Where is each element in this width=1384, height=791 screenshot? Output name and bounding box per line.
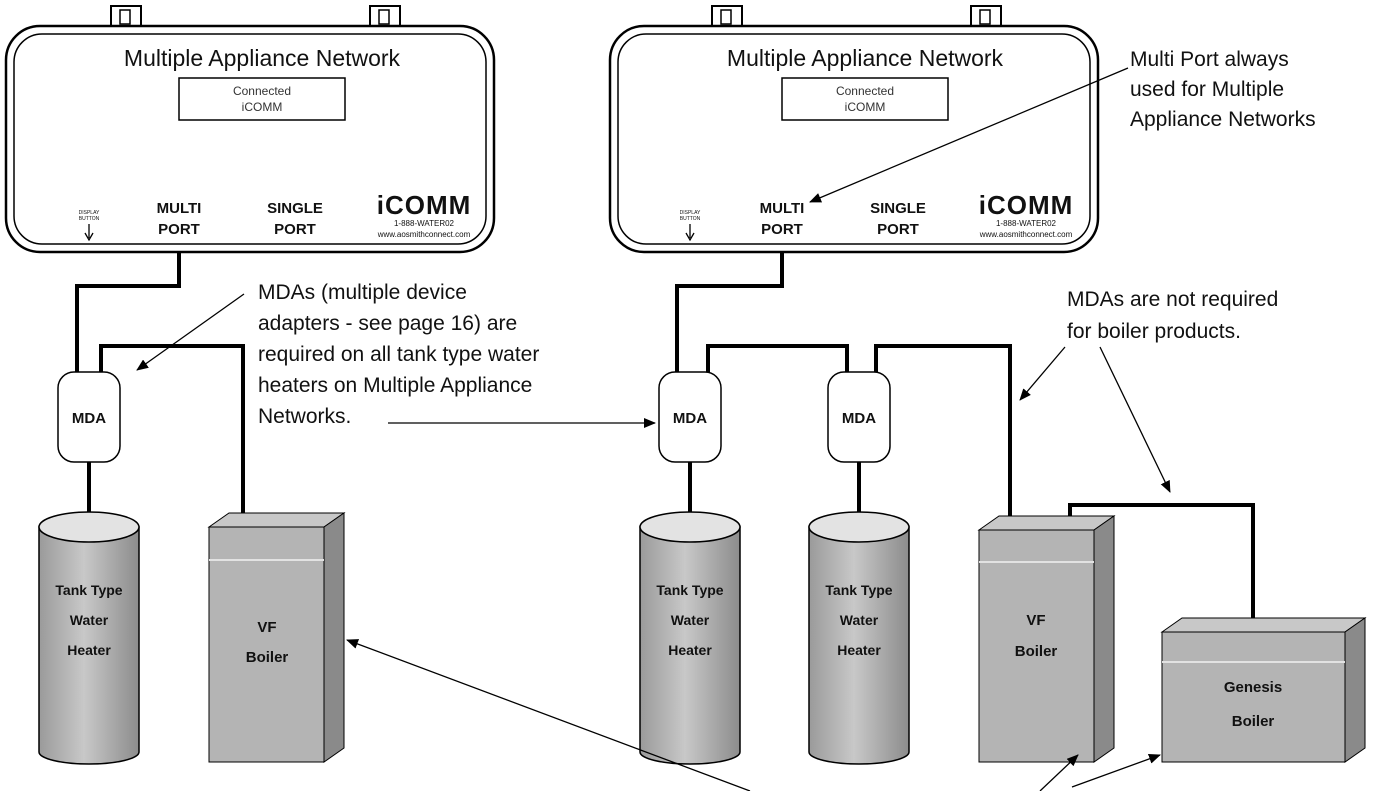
network-wires (75, 252, 1255, 632)
multi-port-label: MULTI (760, 200, 805, 217)
genesis-label-line2: Boiler (1232, 713, 1275, 730)
svg-text:PORT: PORT (877, 221, 919, 238)
display-line1: Connected (836, 84, 894, 98)
device-inner (13, 33, 487, 245)
website: www.aosmithconnect.com (979, 230, 1073, 239)
svg-text:required on all tank type wate: required on all tank type water (258, 343, 539, 366)
mda-note: MDAs (multiple device adapters - see pag… (258, 281, 539, 428)
wire (675, 252, 784, 372)
vf-label-line2: Boiler (246, 649, 289, 666)
arrow (1099, 346, 1171, 493)
phone-number: 1-888-WATER02 (394, 219, 455, 228)
vf-label-line1: VF (257, 619, 276, 636)
svg-text:Networks.: Networks. (258, 405, 351, 428)
display-button-label: DISPLAY (79, 210, 100, 216)
icomm-device-left: Multiple Appliance Network Connected iCO… (4, 5, 496, 254)
svg-text:BUTTON: BUTTON (680, 216, 701, 222)
boiler-note: MDAs are not required for boiler product… (1067, 288, 1278, 343)
arrow (1019, 346, 1066, 401)
tank-label-line2: Water (70, 612, 109, 628)
vf-boiler-right: VF Boiler (977, 515, 1116, 763)
display-line2: iCOMM (242, 100, 283, 114)
svg-text:for boiler products.: for boiler products. (1067, 320, 1241, 343)
display-button-arrow-icon[interactable] (84, 224, 94, 242)
mda-left: MDA (57, 371, 121, 463)
icomm-logo: iCOMM (377, 190, 472, 220)
arrow (809, 67, 1129, 203)
arrow (346, 639, 751, 791)
tank-label-line1: Tank Type (825, 582, 892, 598)
svg-text:adapters - see page 16) are: adapters - see page 16) are (258, 312, 517, 335)
status-display (781, 77, 949, 121)
wire (75, 252, 181, 372)
wire (99, 344, 245, 520)
genesis-boiler: Genesis Boiler (1160, 617, 1367, 763)
tank-label-line2: Water (840, 612, 879, 628)
vf-boiler-left: VF Boiler (207, 512, 346, 763)
svg-text:heaters on Multiple Appliance: heaters on Multiple Appliance (258, 374, 532, 397)
device-inner (617, 33, 1091, 245)
svg-text:PORT: PORT (158, 221, 200, 238)
svg-text:Appliance Networks: Appliance Networks (1130, 108, 1316, 131)
svg-text:Multi Port always: Multi Port always (1130, 48, 1289, 71)
vf-label-line1: VF (1026, 612, 1045, 629)
website: www.aosmithconnect.com (377, 230, 471, 239)
single-port-label: SINGLE (267, 200, 323, 217)
tank-water-heater-left: Tank Type Water Heater (38, 511, 140, 765)
svg-text:MDAs are not required: MDAs are not required (1067, 288, 1278, 311)
genesis-label-line1: Genesis (1224, 679, 1282, 696)
svg-text:PORT: PORT (274, 221, 316, 238)
svg-text:MDAs (multiple device: MDAs (multiple device (258, 281, 467, 304)
icomm-device-right: Multiple Appliance Network Connected iCO… (608, 5, 1100, 254)
display-button-label: DISPLAY (680, 210, 701, 216)
mda-label: MDA (673, 410, 707, 427)
tank-label-line3: Heater (837, 642, 881, 658)
display-line2: iCOMM (845, 100, 886, 114)
tank-label-line1: Tank Type (55, 582, 122, 598)
mda-label: MDA (842, 410, 876, 427)
svg-text:used for Multiple: used for Multiple (1130, 78, 1284, 101)
multi-port-label: MULTI (157, 200, 202, 217)
annotation-arrows (136, 67, 1171, 791)
svg-text:PORT: PORT (761, 221, 803, 238)
tank-label-line3: Heater (668, 642, 712, 658)
status-display (178, 77, 346, 121)
arrow (136, 293, 245, 371)
tank-label-line3: Heater (67, 642, 111, 658)
mda-label: MDA (72, 410, 106, 427)
network-title: Multiple Appliance Network (727, 45, 1004, 71)
arrow (1071, 754, 1161, 788)
single-port-label: SINGLE (870, 200, 926, 217)
svg-text:BUTTON: BUTTON (79, 216, 100, 222)
tank-label-line1: Tank Type (656, 582, 723, 598)
multi-port-note: Multi Port always used for Multiple Appl… (1130, 48, 1316, 131)
wire (706, 344, 849, 372)
vf-label-line2: Boiler (1015, 643, 1058, 660)
mda-right-2: MDA (827, 371, 891, 463)
tank-label-line2: Water (671, 612, 710, 628)
arrow (1039, 754, 1079, 791)
icomm-logo: iCOMM (979, 190, 1074, 220)
tank-water-heater-right-1: Tank Type Water Heater (639, 511, 741, 765)
display-button-arrow-icon[interactable] (685, 224, 695, 242)
phone-number: 1-888-WATER02 (996, 219, 1057, 228)
tank-water-heater-right-2: Tank Type Water Heater (808, 511, 910, 765)
network-title: Multiple Appliance Network (124, 45, 401, 71)
display-line1: Connected (233, 84, 291, 98)
mda-right-1: MDA (658, 371, 722, 463)
wire (874, 344, 1012, 530)
